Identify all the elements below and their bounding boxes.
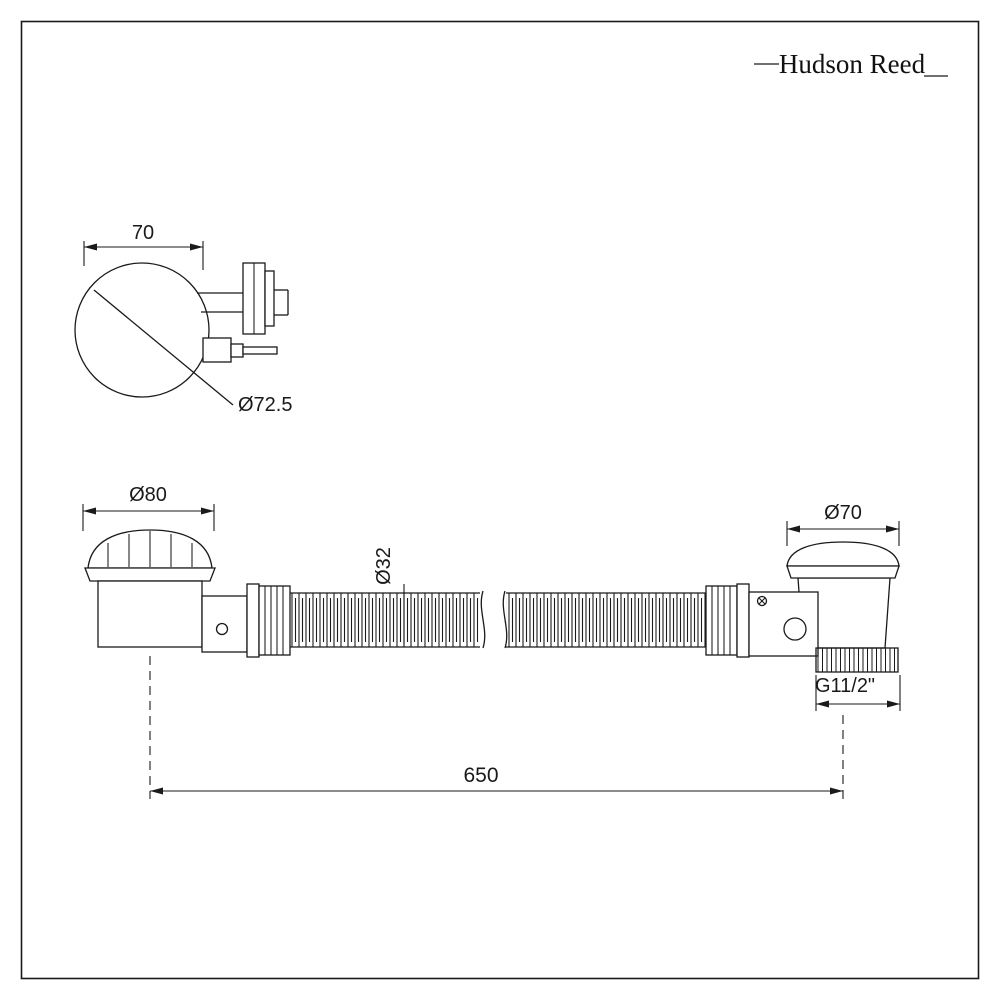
flexi-hose xyxy=(290,590,706,649)
side-view: Ø80 xyxy=(82,484,901,799)
left-cap-flange xyxy=(84,567,216,582)
dim-left-cap: Ø80 xyxy=(82,484,215,531)
overflow-fitting-top xyxy=(197,262,289,335)
left-cap-facets xyxy=(107,531,193,567)
thread-size-label: G11/2" xyxy=(815,675,875,697)
left-body xyxy=(97,580,203,648)
left-screw xyxy=(215,622,229,636)
dim-thread: G11/2" xyxy=(815,675,901,711)
drawing-border xyxy=(20,20,980,980)
right-cap-flange xyxy=(786,565,900,579)
right-cap-diameter-label: Ø70 xyxy=(824,502,862,524)
hose-left-segment xyxy=(290,593,480,647)
left-nut-ridges xyxy=(264,586,284,655)
dim-hose: Ø32 xyxy=(373,547,405,644)
right-thread-tail xyxy=(815,647,899,673)
brand-name: Hudson Reed xyxy=(779,49,926,79)
right-nut-ridges xyxy=(711,586,731,655)
hose-diameter-label: Ø32 xyxy=(373,547,395,585)
dim-overall: 650 xyxy=(149,656,844,799)
left-waste-fitting xyxy=(84,529,291,658)
right-collar xyxy=(736,583,750,658)
hose-break-left xyxy=(480,590,486,649)
right-nut xyxy=(705,585,738,656)
hose-break-right xyxy=(502,590,508,649)
right-inlet-port xyxy=(783,617,807,641)
dim-top-width-label: 70 xyxy=(132,222,154,244)
right-waste-fitting xyxy=(705,541,900,673)
overall-length-label: 650 xyxy=(463,764,498,787)
top-view: 70 Ø72.5 xyxy=(74,222,292,416)
left-nut xyxy=(258,585,291,656)
dim-top-width: 70 xyxy=(83,222,204,270)
left-cap-diameter-label: Ø80 xyxy=(129,484,167,506)
hose-right-segment xyxy=(506,593,706,647)
brand-logo: Hudson Reed xyxy=(754,49,948,79)
dim-right-cap: Ø70 xyxy=(786,502,900,546)
left-collar xyxy=(246,583,260,658)
right-screw xyxy=(756,595,768,607)
right-cap-dome xyxy=(786,541,900,567)
diameter-label: Ø72.5 xyxy=(238,394,292,416)
pin-fitting-top xyxy=(202,337,278,363)
diameter-leader-line xyxy=(93,289,234,406)
